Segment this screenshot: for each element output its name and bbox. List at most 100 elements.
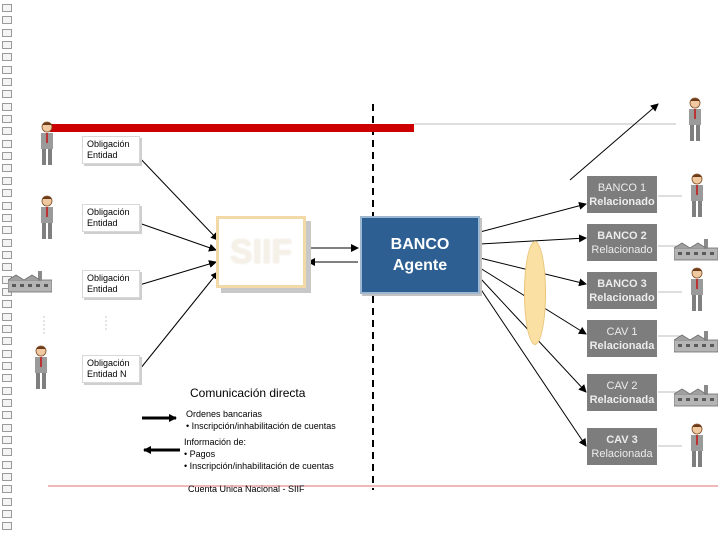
- arrow-agent-banco1: [479, 201, 587, 233]
- related-label-line2: Relacionada: [591, 447, 653, 460]
- binding-ring: [2, 16, 12, 25]
- related-label-line2: Relacionado: [591, 243, 653, 256]
- legend-item-line: • Pagos: [184, 449, 216, 459]
- binding-ring: [2, 28, 12, 37]
- factory-icon: [8, 271, 52, 293]
- factory-icon: [674, 331, 718, 353]
- arrow-entity1-siif: [135, 153, 219, 241]
- related-label-line1: BANCO 1: [597, 181, 647, 194]
- binding-ring: [2, 127, 12, 136]
- legend-item-line: • Inscripción/inhabilitación de cuentas: [186, 421, 336, 431]
- binding-ring: [2, 201, 12, 210]
- entity-label-line2: Entidad: [87, 284, 118, 294]
- related-label-line2: Relacionado: [589, 291, 655, 304]
- person-icon: [41, 195, 53, 239]
- legend-title: Comunicación directa: [190, 386, 306, 400]
- entity-box-2: Obligación Entidad: [82, 204, 140, 232]
- binding-ring: [2, 312, 12, 321]
- binding-ring: [2, 300, 12, 309]
- binding-ring: [2, 399, 12, 407]
- binding-ring: [2, 152, 12, 161]
- binding-ring: [2, 90, 12, 99]
- binding-ring: [2, 176, 12, 185]
- legend-item-incoming: Información de: • Pagos • Inscripción/in…: [184, 436, 334, 472]
- siif-node: SIIF: [216, 216, 306, 288]
- entity-label-line1: Obligación: [87, 358, 130, 368]
- binding-ring: [2, 324, 12, 333]
- binding-ring: [2, 361, 12, 370]
- arrow-entity2-siif: [135, 221, 217, 252]
- entity-label-line2: Entidad: [87, 150, 118, 160]
- binding-ring: [2, 423, 12, 432]
- related-label-line1: BANCO 2: [597, 229, 647, 242]
- related-label-line2: Relacionada: [589, 393, 655, 406]
- binding-ring: [2, 411, 12, 420]
- siif-label: SIIF: [229, 232, 293, 271]
- related-label-line2: Relacionado: [589, 195, 655, 208]
- binding-ring: [2, 374, 12, 383]
- person-icon: [691, 267, 703, 311]
- binding-ring: [2, 250, 12, 259]
- top-red-bar: [50, 124, 414, 132]
- person-icon: [35, 345, 47, 389]
- binding-ring: [2, 337, 12, 346]
- binding-ring: [2, 4, 12, 12]
- footer-caption: Cuenta Unica Nacional - SIIF: [188, 484, 305, 494]
- agent-label-line1: BANCO: [390, 236, 450, 253]
- binding-ring: [2, 485, 12, 494]
- related-label-line1: CAV 3: [606, 433, 638, 446]
- entity-label-line1: Obligación: [87, 139, 130, 149]
- related-label-line1: CAV 2: [606, 379, 638, 392]
- binding-ring: [2, 510, 12, 519]
- binding-ring: [2, 349, 12, 358]
- person-icon: [689, 97, 701, 141]
- factory-icon: [674, 239, 718, 261]
- legend-item-line: Información de:: [184, 437, 247, 447]
- agent-label-line2: Agente: [392, 257, 448, 274]
- binding-ring: [2, 460, 12, 469]
- entity-box-1: Obligación Entidad: [82, 136, 140, 164]
- related-label-line2: Relacionada: [589, 339, 655, 352]
- binding-ring: [2, 238, 12, 247]
- entity-label-line2: Entidad: [87, 218, 118, 228]
- binding-ring: [2, 436, 12, 445]
- entity-label-line1: Obligación: [87, 273, 130, 283]
- related-node-banco-1: BANCO 1 Relacionado: [587, 176, 657, 213]
- legend-item-outgoing: Ordenes bancarias • Inscripción/inhabili…: [186, 408, 336, 432]
- binding-ring: [2, 53, 12, 62]
- faint-arrows-right: [658, 195, 682, 447]
- related-node-cav-2: CAV 2 Relacionada: [587, 374, 657, 411]
- arrow-entityN-siif: [135, 271, 219, 375]
- arrow-entity3-siif: [135, 260, 217, 287]
- binding-ring: [2, 189, 12, 198]
- binding-ring: [2, 522, 12, 531]
- binding-ring: [2, 497, 12, 506]
- related-node-banco-3: BANCO 3 Relacionado: [587, 272, 657, 309]
- arrow-to-top-person: [569, 103, 659, 181]
- person-icon: [41, 121, 53, 165]
- binding-ring: [2, 102, 12, 111]
- related-node-cav-1: CAV 1 Relacionada: [587, 320, 657, 357]
- banco-agente-node: BANCO Agente: [360, 216, 480, 294]
- grouping-ellipse: [524, 241, 546, 345]
- legend-item-line: Ordenes bancarias: [186, 409, 263, 419]
- legend-item-line: • Inscripción/inhabilitación de cuentas: [184, 461, 334, 471]
- person-icon: [691, 173, 703, 217]
- binding-ring: [2, 78, 12, 87]
- binding-ring: [2, 263, 12, 272]
- entity-label-line1: Obligación: [87, 207, 130, 217]
- binding-ring: [2, 473, 12, 482]
- factory-icon: [674, 385, 718, 407]
- entity-box-3: Obligación Entidad: [82, 270, 140, 298]
- related-node-banco-2: BANCO 2 Relacionado: [587, 224, 657, 261]
- binding-ring: [2, 115, 12, 124]
- binding-ring: [2, 448, 12, 457]
- binding-ring: [2, 226, 12, 235]
- binding-ring: [2, 139, 12, 148]
- arrow-agent-cav3: [479, 287, 587, 447]
- binding-ring: [2, 41, 12, 50]
- spiral-binding: [2, 4, 16, 534]
- related-label-line1: BANCO 3: [597, 277, 647, 290]
